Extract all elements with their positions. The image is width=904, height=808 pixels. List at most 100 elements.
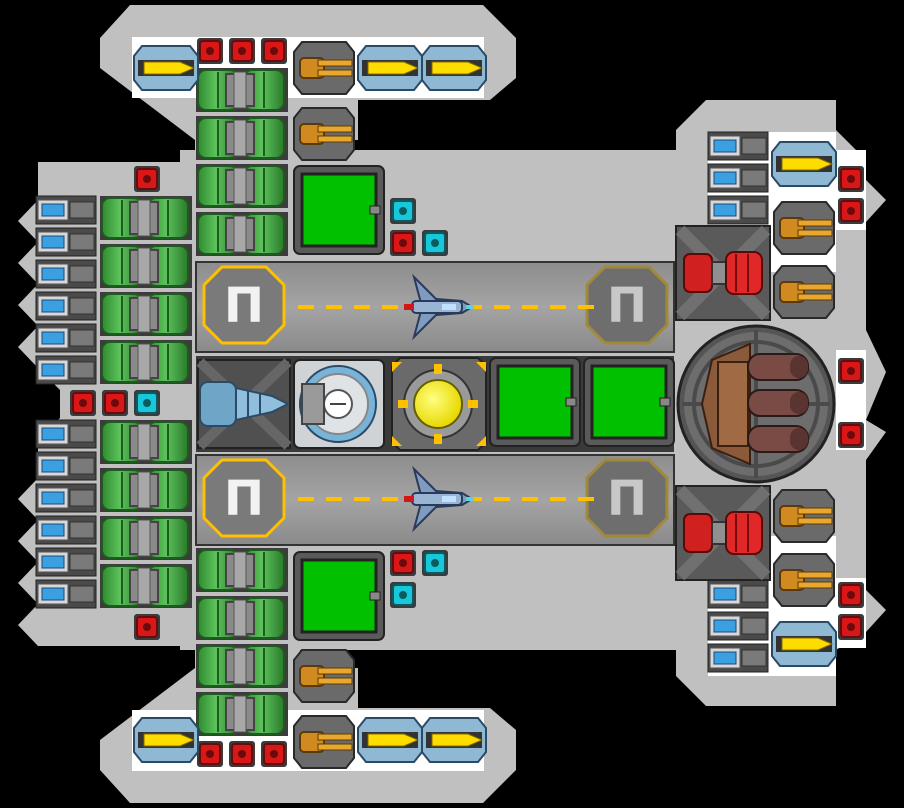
weapon-group: [133, 41, 837, 769]
power-node-red-icon: [134, 614, 160, 640]
coolant-pipe-icon: [100, 516, 192, 560]
thruster-icon: [707, 611, 769, 641]
gun-turret-icon[interactable]: [293, 715, 355, 769]
coolant-pipe-icon: [100, 292, 192, 336]
gun-turret-icon[interactable]: [773, 553, 835, 607]
thruster-icon: [35, 515, 97, 545]
missile-launcher-icon[interactable]: [133, 45, 199, 91]
coolant-pipe-icon: [100, 196, 192, 240]
gun-turret-icon[interactable]: [773, 201, 835, 255]
thruster-icon: [35, 579, 97, 609]
missile-launcher-icon[interactable]: [421, 717, 487, 763]
power-node-cyan-icon: [422, 550, 448, 576]
power-node-red-icon: [70, 390, 96, 416]
power-node-red-icon: [838, 582, 864, 608]
thruster-icon: [35, 419, 97, 449]
thruster-icon: [707, 579, 769, 609]
fighter-icon[interactable]: [404, 465, 474, 533]
power-node-red-icon: [197, 741, 223, 767]
fighter-icon[interactable]: [404, 273, 474, 341]
storage-bay[interactable]: [489, 357, 581, 447]
landing-pad-left: Π: [202, 458, 286, 538]
gun-turret-icon[interactable]: [293, 41, 355, 95]
thruster-icon: [707, 643, 769, 673]
power-node-cyan-icon: [422, 230, 448, 256]
thruster-icon: [35, 451, 97, 481]
thruster-icon: [35, 547, 97, 577]
power-node-red-icon: [229, 741, 255, 767]
storage-bay[interactable]: [293, 165, 385, 255]
thruster-icon: [35, 483, 97, 513]
power-node-red-icon: [838, 358, 864, 384]
core-indicator-light: [413, 379, 463, 429]
storage-bays: [293, 165, 675, 641]
thruster-icon: [35, 195, 97, 225]
coolant-pipe-icon: [100, 420, 192, 464]
coolant-pipe-icon: [196, 68, 288, 112]
power-node-red-icon: [261, 741, 287, 767]
coolant-pipe-icon: [196, 548, 288, 592]
landing-pad-glyph: Π: [224, 278, 264, 334]
missile-launcher-icon[interactable]: [133, 717, 199, 763]
hangar-lower[interactable]: Π Π: [195, 454, 675, 546]
missile-launcher-icon[interactable]: [771, 621, 837, 667]
power-node-red-icon: [102, 390, 128, 416]
power-node-red-icon: [838, 198, 864, 224]
thruster-icon: [35, 259, 97, 289]
coolant-pipe-icon: [196, 212, 288, 256]
storage-bay[interactable]: [583, 357, 675, 447]
laser-turret-icon[interactable]: [675, 485, 771, 581]
power-node-group: [70, 38, 864, 767]
missile-launcher-icon[interactable]: [357, 45, 423, 91]
power-node-red-icon: [134, 166, 160, 192]
missile-launcher-icon[interactable]: [357, 717, 423, 763]
landing-pad-glyph: Π: [607, 278, 647, 334]
thruster-icon: [35, 291, 97, 321]
landing-pad-right: Π: [585, 458, 669, 538]
missile-launcher-icon[interactable]: [421, 45, 487, 91]
heavy-cannon-icon[interactable]: [676, 324, 836, 484]
coolant-pipe-icon: [100, 468, 192, 512]
landing-pad-right: Π: [585, 265, 669, 345]
storage-bay[interactable]: [293, 551, 385, 641]
gun-turret-icon[interactable]: [293, 649, 355, 703]
landing-pad-glyph: Π: [224, 471, 264, 527]
cannon-barrels: [747, 353, 809, 453]
landing-pad-glyph: Π: [607, 471, 647, 527]
coolant-pipe-icon: [196, 164, 288, 208]
coolant-pipe-icon: [100, 340, 192, 384]
coolant-pipe-array: [100, 68, 288, 736]
drill-engine[interactable]: [196, 358, 292, 450]
core-module[interactable]: [391, 357, 487, 451]
power-node-cyan-icon: [390, 582, 416, 608]
hangar-upper[interactable]: Π Π: [195, 261, 675, 353]
missile-launcher-icon[interactable]: [771, 141, 837, 187]
power-node-cyan-icon: [390, 198, 416, 224]
coolant-pipe-icon: [196, 116, 288, 160]
gun-turret-icon[interactable]: [293, 107, 355, 161]
power-node-red-icon: [261, 38, 287, 64]
coolant-pipe-icon: [100, 564, 192, 608]
thruster-column: [35, 131, 769, 673]
gun-turret-icon[interactable]: [773, 265, 835, 319]
power-node-red-icon: [838, 422, 864, 448]
thruster-icon: [707, 163, 769, 193]
gun-turret-icon[interactable]: [773, 489, 835, 543]
power-node-red-icon: [838, 614, 864, 640]
power-node-cyan-icon: [134, 390, 160, 416]
power-node-red-icon: [390, 230, 416, 256]
power-node-red-icon: [229, 38, 255, 64]
thruster-icon: [35, 227, 97, 257]
shield-generator[interactable]: [293, 359, 385, 449]
thruster-icon: [35, 323, 97, 353]
power-node-red-icon: [197, 38, 223, 64]
landing-pad-left: Π: [202, 265, 286, 345]
thruster-icon: [707, 131, 769, 161]
thruster-icon: [35, 355, 97, 385]
thruster-icon: [707, 195, 769, 225]
coolant-pipe-icon: [196, 644, 288, 688]
laser-turret-icon[interactable]: [675, 225, 771, 321]
coolant-pipe-icon: [196, 596, 288, 640]
power-node-red-icon: [838, 166, 864, 192]
